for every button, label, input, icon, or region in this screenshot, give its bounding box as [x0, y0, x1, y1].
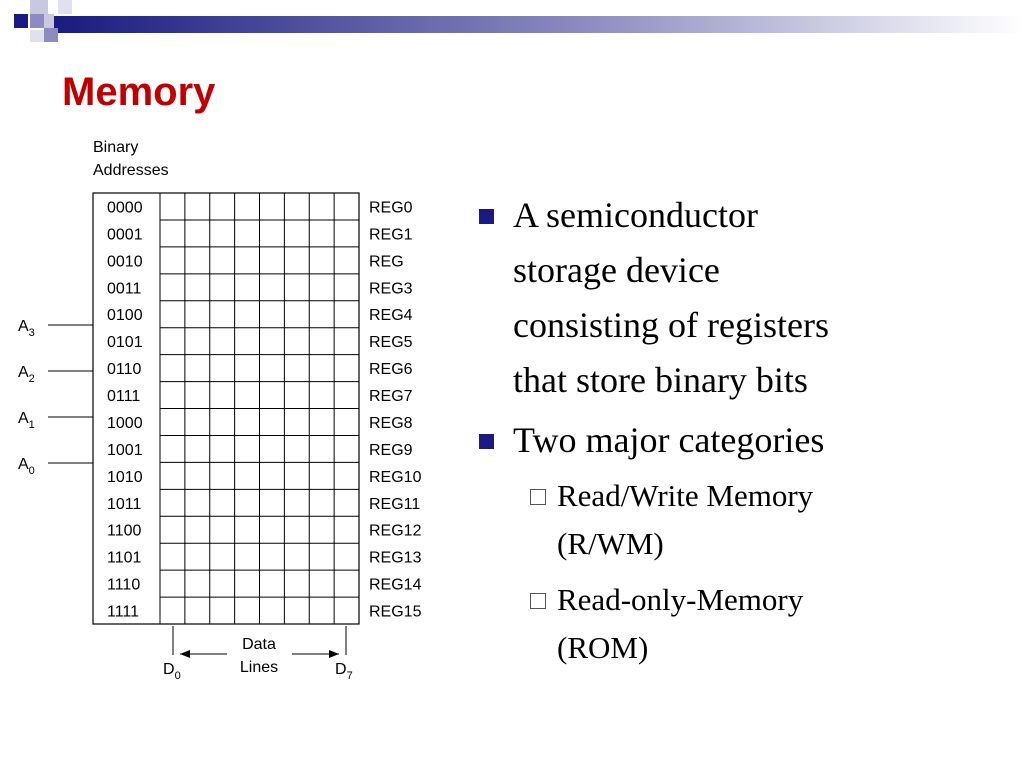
- register-label: REG4: [369, 307, 413, 324]
- hollow-square-bullet-icon: [530, 593, 546, 609]
- slide-title: Memory: [62, 70, 216, 114]
- address-label: 1100: [107, 523, 142, 540]
- register-label: REG: [369, 253, 404, 270]
- bullet-line: that store binary bits: [513, 360, 808, 400]
- address-input-label: A1: [18, 410, 35, 431]
- bullet-line: consisting of registers: [513, 305, 829, 345]
- address-label: 1111: [107, 604, 139, 621]
- address-labels: 0000 0001 0010 0011 0100 0101 0110 0111 1000 1001…: [107, 199, 143, 620]
- register-label: REG12: [369, 523, 422, 540]
- register-label: REG15: [369, 604, 422, 621]
- bullet-item: Two major categories: [476, 413, 1016, 468]
- bullet-line: Two major categories: [513, 420, 825, 460]
- register-label: REG8: [369, 415, 413, 432]
- d0-label: D0: [163, 661, 181, 682]
- data-lines-annotation: Data Lines D0 D7: [163, 626, 353, 682]
- register-label: REG9: [369, 442, 413, 459]
- address-label: 1101: [107, 550, 142, 567]
- address-label: 1000: [107, 415, 143, 432]
- register-label: REG5: [369, 334, 413, 351]
- bullet-list: A semiconductor storage device consistin…: [476, 188, 1016, 672]
- bullet-line: A semiconductor: [513, 195, 758, 235]
- memory-diagram: Binary Addresses 0000 0001 0010 0011 0100 010…: [18, 139, 422, 682]
- address-label: 0000: [107, 199, 143, 216]
- address-label: 0011: [107, 280, 142, 297]
- sub-bullet-line: Read-only-Memory: [557, 582, 804, 617]
- binary-addresses-heading-line1: Binary: [93, 139, 138, 156]
- sub-bullet-line: Read/Write Memory: [557, 478, 814, 513]
- address-label: 0101: [107, 334, 143, 351]
- d7-label: D7: [335, 661, 353, 682]
- binary-addresses-heading-line2: Addresses: [93, 162, 169, 179]
- register-label: REG6: [369, 361, 413, 378]
- register-label: REG3: [369, 280, 413, 297]
- register-label: REG14: [369, 577, 422, 594]
- register-label: REG0: [369, 199, 413, 216]
- sub-bullet-item: Read/Write Memory (R/WM): [476, 472, 1016, 568]
- address-label: 0111: [107, 388, 140, 405]
- address-input-label: A0: [18, 456, 35, 477]
- register-label: REG1: [369, 226, 413, 243]
- address-label: 1010: [107, 469, 143, 486]
- sub-bullet-line: (R/WM): [557, 526, 664, 561]
- register-label: REG7: [369, 388, 413, 405]
- address-label: 1011: [107, 496, 142, 513]
- address-label: 0100: [107, 307, 143, 324]
- square-bullet-icon: [479, 434, 494, 449]
- address-label: 0110: [107, 361, 142, 378]
- bullet-line: storage device: [513, 250, 720, 290]
- square-bullet-icon: [479, 209, 494, 224]
- arrowhead-left-icon: [180, 650, 190, 658]
- register-label: REG11: [369, 496, 420, 513]
- address-label: 0001: [107, 226, 143, 243]
- address-input-label: A3: [18, 318, 35, 339]
- data-lines-label-line2: Lines: [240, 659, 278, 676]
- sub-bullet-item: Read-only-Memory (ROM): [476, 576, 1016, 672]
- address-label: 1110: [107, 577, 140, 594]
- address-input-label: A2: [18, 364, 35, 385]
- address-label: 0010: [107, 253, 143, 270]
- register-grid: [92, 192, 360, 625]
- header-decoration: [14, 0, 1024, 42]
- arrowhead-right-icon: [329, 650, 339, 658]
- register-label: REG10: [369, 469, 422, 486]
- bullet-item: A semiconductor storage device consistin…: [476, 188, 1016, 408]
- data-lines-label-line1: Data: [242, 636, 276, 653]
- sub-bullet-line: (ROM): [557, 630, 649, 665]
- hollow-square-bullet-icon: [530, 489, 546, 505]
- register-label: REG13: [369, 550, 422, 567]
- address-label: 1001: [107, 442, 143, 459]
